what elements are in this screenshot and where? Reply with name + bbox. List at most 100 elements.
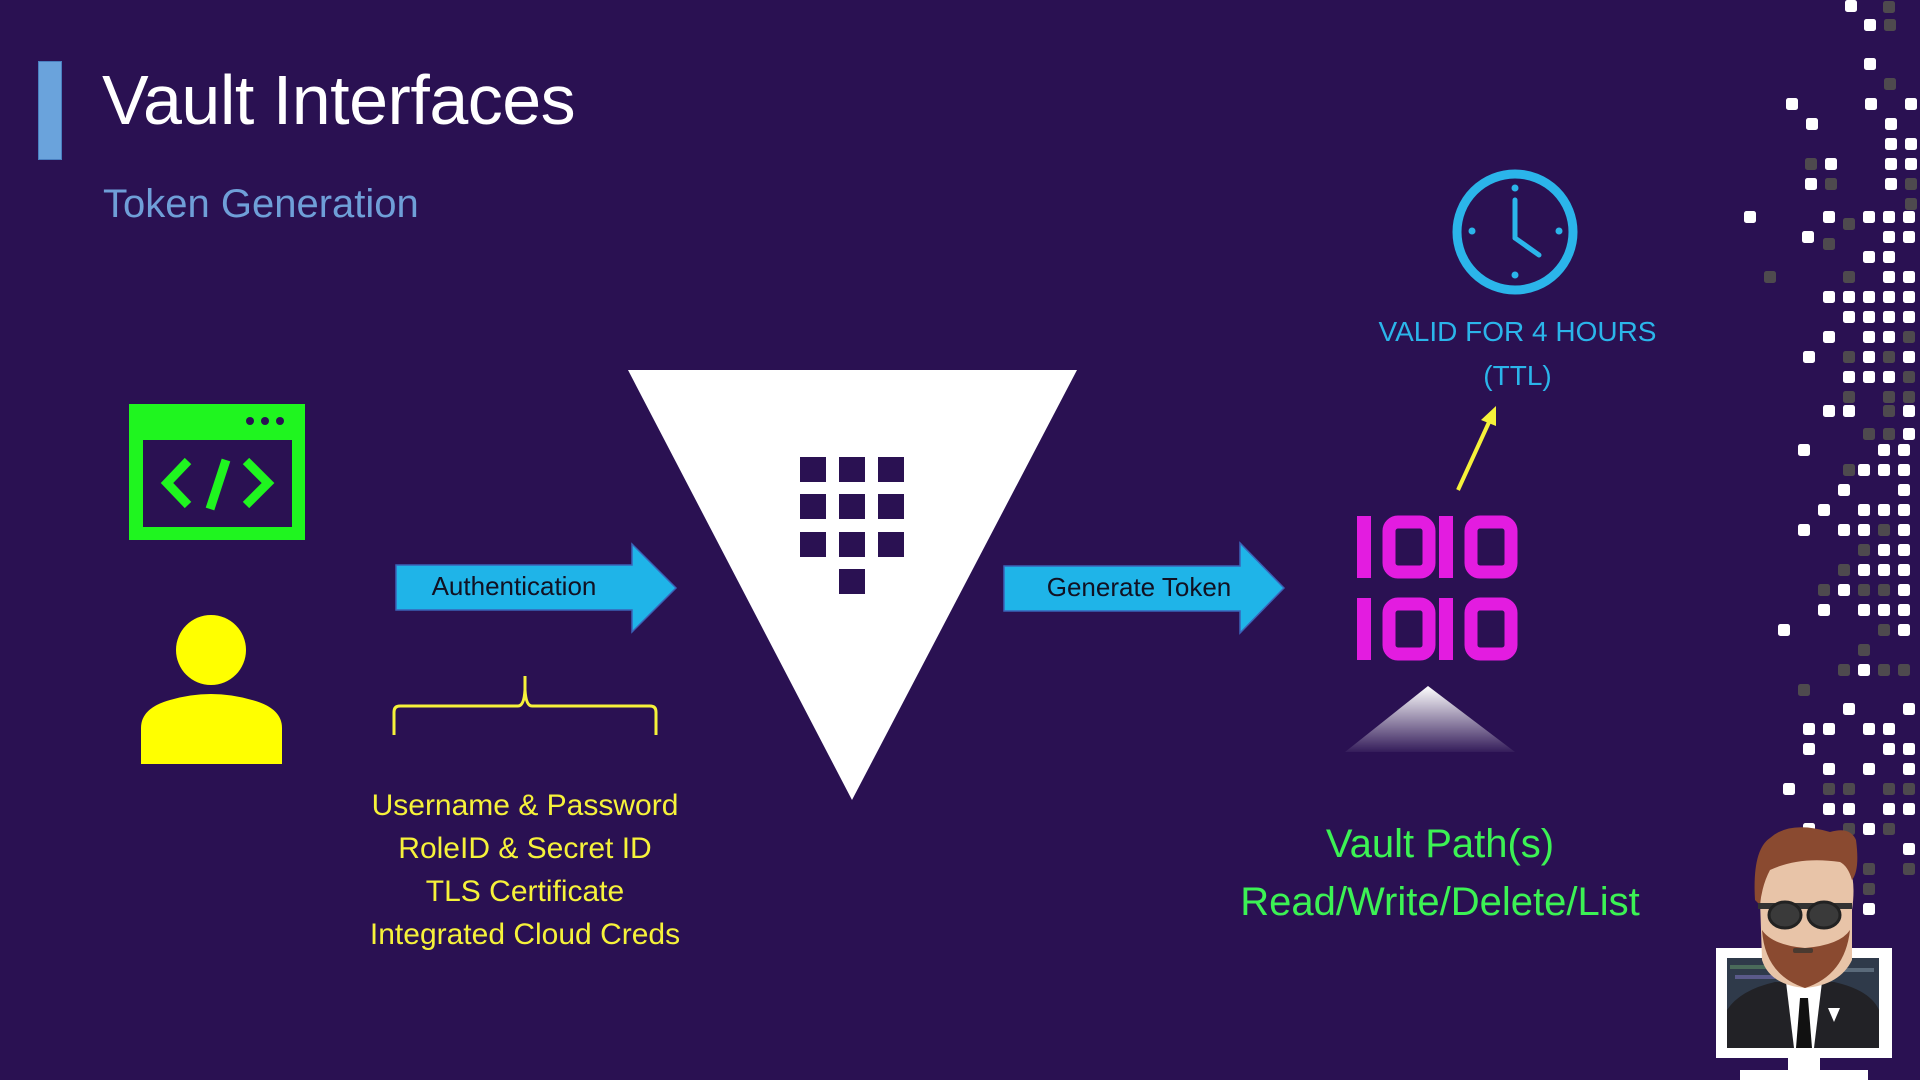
- decorative-dot: [1858, 524, 1870, 536]
- decorative-dot: [1863, 291, 1875, 303]
- decorative-dot: [1905, 138, 1917, 150]
- decorative-dot: [1863, 763, 1875, 775]
- path-line-1: Vault Path(s): [1325, 822, 1555, 866]
- decorative-dot: [1878, 584, 1890, 596]
- decorative-dot: [1823, 405, 1835, 417]
- decorative-dot: [1898, 544, 1910, 556]
- vault-logo-icon: [628, 370, 1077, 800]
- decorative-dot: [1805, 158, 1817, 170]
- decorative-dot: [1883, 428, 1895, 440]
- decorative-dot: [1883, 803, 1895, 815]
- decorative-dot: [1818, 504, 1830, 516]
- decorative-dot: [1903, 783, 1915, 795]
- decorative-dot: [1843, 351, 1855, 363]
- decorative-dot: [1864, 58, 1876, 70]
- generate-token-arrow: [1003, 541, 1286, 635]
- decorative-dot: [1903, 743, 1915, 755]
- decorative-dot: [1883, 1, 1895, 13]
- decorative-dot: [1883, 211, 1895, 223]
- decorative-dot: [1903, 311, 1915, 323]
- decorative-dot: [1898, 664, 1910, 676]
- decorative-dot: [1878, 664, 1890, 676]
- decorative-dot: [1903, 428, 1915, 440]
- decorative-dot: [1863, 823, 1875, 835]
- decorative-dot: [1843, 391, 1855, 403]
- decorative-dot: [1903, 291, 1915, 303]
- decorative-dot: [1883, 391, 1895, 403]
- decorative-dot: [1823, 783, 1835, 795]
- decorative-dot: [1798, 684, 1810, 696]
- decorative-dot: [1883, 405, 1895, 417]
- decorative-dot: [1903, 703, 1915, 715]
- decorative-dot: [1858, 504, 1870, 516]
- decorative-dot: [1898, 464, 1910, 476]
- decorative-dot: [1898, 584, 1910, 596]
- credential-item: Username & Password: [371, 789, 679, 822]
- decorative-dot: [1898, 484, 1910, 496]
- decorative-dot: [1898, 444, 1910, 456]
- decorative-dot: [1843, 371, 1855, 383]
- path-line-2: Read/Write/Delete/List: [1240, 880, 1640, 924]
- decorative-dot: [1764, 271, 1776, 283]
- decorative-dot: [1878, 604, 1890, 616]
- decorative-dot: [1903, 405, 1915, 417]
- decorative-dot: [1883, 271, 1895, 283]
- user-icon: [141, 615, 282, 764]
- decorative-dot: [1863, 351, 1875, 363]
- decorative-dot: [1905, 198, 1917, 210]
- authentication-arrow: [395, 542, 678, 634]
- decorative-dot: [1878, 444, 1890, 456]
- decorative-dot: [1798, 444, 1810, 456]
- decorative-dot: [1818, 604, 1830, 616]
- decorative-dot: [1903, 763, 1915, 775]
- decorative-dot: [1885, 118, 1897, 130]
- ttl-line-2: (TTL): [1483, 360, 1552, 391]
- credential-item: TLS Certificate: [425, 875, 625, 908]
- decorative-dot: [1802, 231, 1814, 243]
- binary-digit-zero: [1382, 515, 1436, 579]
- decorative-dot: [1843, 464, 1855, 476]
- decorative-dot: [1823, 238, 1835, 250]
- decorative-dot: [1898, 624, 1910, 636]
- credential-item: Integrated Cloud Creds: [369, 918, 681, 951]
- ttl-caption: VALID FOR 4 HOURS (TTL): [1330, 310, 1705, 398]
- decorative-dot: [1863, 428, 1875, 440]
- decorative-dot: [1843, 803, 1855, 815]
- binary-digit-one: [1357, 516, 1371, 578]
- clock-icon: [1452, 169, 1578, 295]
- decorative-dot: [1865, 98, 1877, 110]
- decorative-dot: [1883, 251, 1895, 263]
- decorative-dot: [1885, 138, 1897, 150]
- decorative-dot: [1783, 783, 1795, 795]
- decorative-dot: [1838, 564, 1850, 576]
- decorative-dot: [1858, 564, 1870, 576]
- decorative-dot: [1858, 604, 1870, 616]
- decorative-dot: [1884, 78, 1896, 90]
- decorative-dot: [1838, 664, 1850, 676]
- credential-item: RoleID & Secret ID: [398, 832, 652, 865]
- decorative-dot: [1858, 584, 1870, 596]
- decorative-dot: [1883, 743, 1895, 755]
- decorative-dot: [1883, 231, 1895, 243]
- decorative-dot: [1883, 311, 1895, 323]
- decorative-dot: [1825, 158, 1837, 170]
- decorative-dot: [1878, 564, 1890, 576]
- decorative-dot: [1863, 211, 1875, 223]
- decorative-dot: [1903, 271, 1915, 283]
- decorative-dot: [1898, 604, 1910, 616]
- decorative-dot: [1883, 723, 1895, 735]
- ttl-line-1: VALID FOR 4 HOURS: [1378, 316, 1657, 347]
- decorative-dot: [1863, 331, 1875, 343]
- binary-digit-one: [1439, 516, 1453, 578]
- decorative-dot: [1825, 178, 1837, 190]
- decorative-dot: [1878, 504, 1890, 516]
- decorative-dot: [1843, 703, 1855, 715]
- decorative-dot: [1878, 544, 1890, 556]
- authentication-label: Authentication: [431, 571, 597, 601]
- decorative-dot: [1863, 883, 1875, 895]
- decorative-dot: [1863, 371, 1875, 383]
- decorative-dot: [1905, 178, 1917, 190]
- decorative-dot: [1883, 291, 1895, 303]
